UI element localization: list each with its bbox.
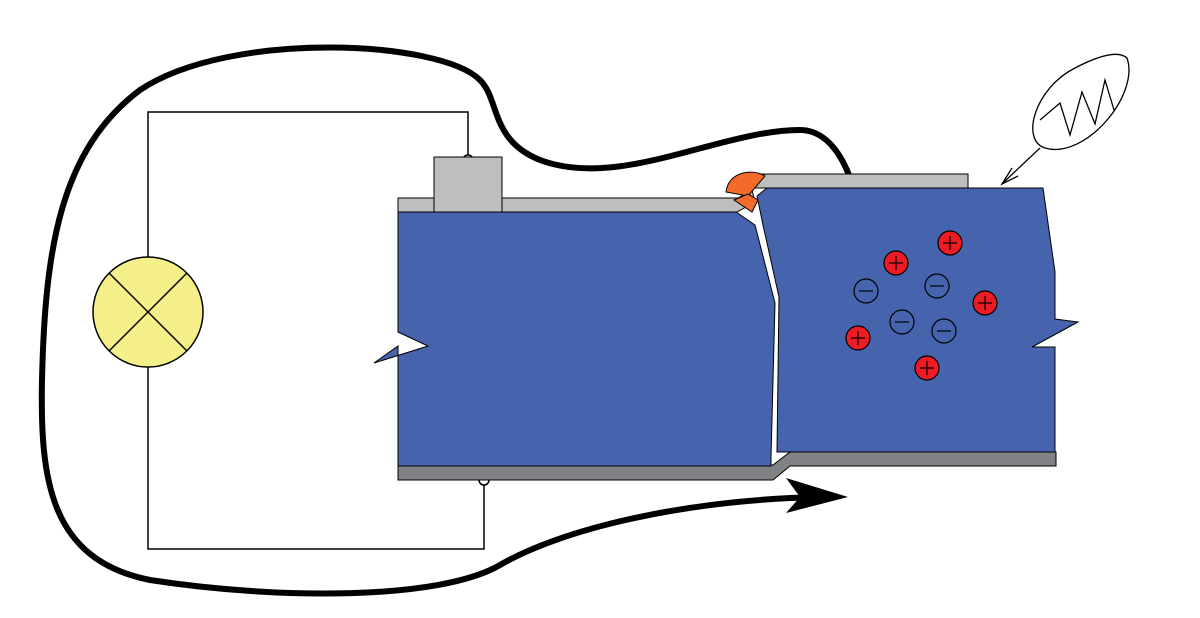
terminal-block xyxy=(433,156,503,214)
lamp-icon xyxy=(92,256,204,368)
charge-carriers xyxy=(845,230,998,381)
hole-plus-circle-icon xyxy=(883,250,909,276)
hole-plus-circle-icon xyxy=(972,290,998,316)
hole-plus-circle-icon xyxy=(845,325,871,351)
semiconductor-right-block xyxy=(756,187,1080,453)
circuit-wire-bottom xyxy=(147,363,485,550)
circuit-wire-top xyxy=(147,111,469,262)
electron-minus-circle-icon xyxy=(889,309,915,335)
semiconductor-left-block xyxy=(373,211,776,467)
arrowhead xyxy=(786,478,848,513)
electron-minus-circle-icon xyxy=(931,318,957,344)
electron-minus-circle-icon xyxy=(924,273,950,299)
top-contact-right xyxy=(754,173,969,189)
electron-minus-circle-icon xyxy=(853,278,879,304)
current-flow-arrow xyxy=(38,44,863,597)
hole-plus-circle-icon xyxy=(914,355,940,381)
photon-icon xyxy=(1000,53,1130,186)
hole-plus-circle-icon xyxy=(937,230,963,256)
